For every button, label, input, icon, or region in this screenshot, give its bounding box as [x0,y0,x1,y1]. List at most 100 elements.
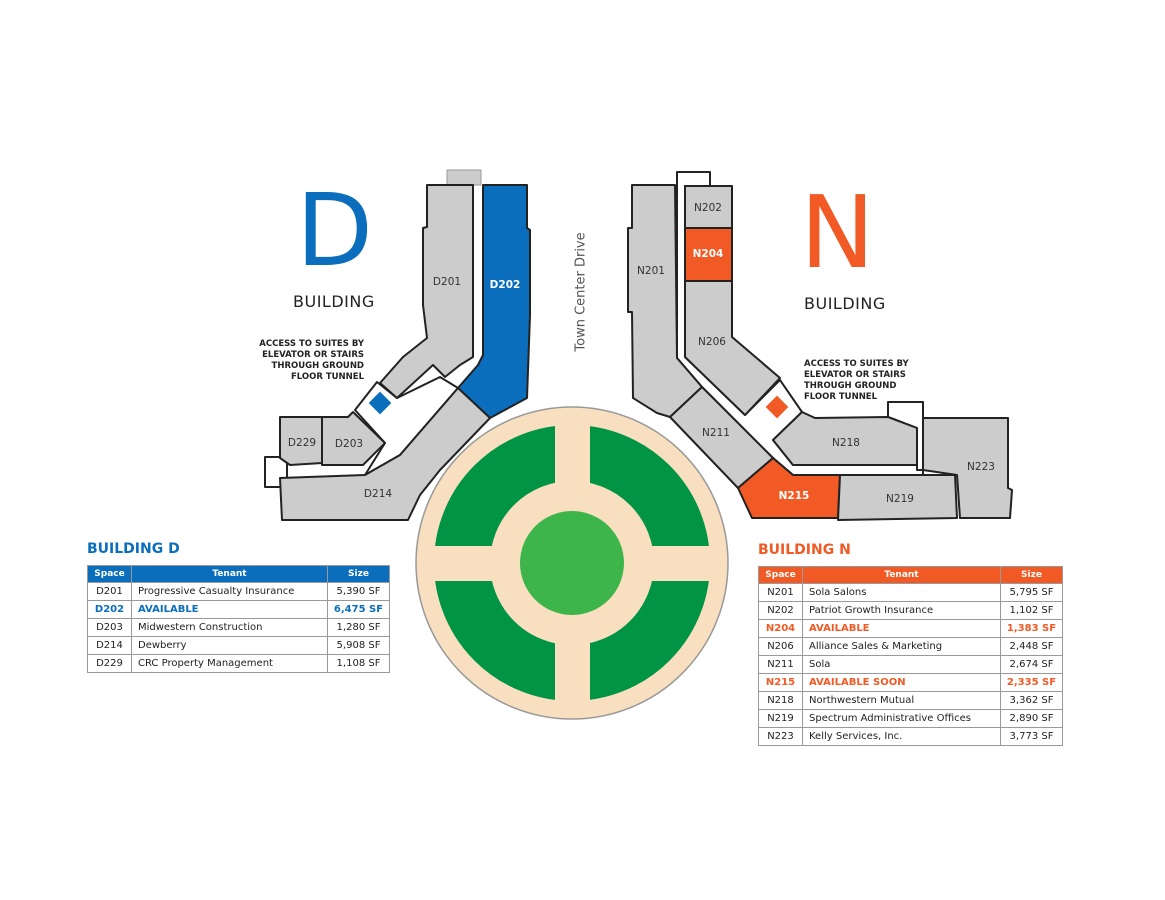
size-cell: 1,108 SF [327,654,390,673]
tenant-cell: Midwestern Construction [131,618,328,637]
suite-label-n215: N215 [778,490,810,502]
space-cell: N219 [758,709,803,728]
table-header-row: Space Tenant Size [758,566,1063,584]
column-header-tenant: Tenant [131,565,328,583]
tenant-cell: Northwestern Mutual [802,691,1001,710]
suite-label-n202: N202 [694,202,722,214]
access-note-line: THROUGH GROUND [271,361,364,371]
size-cell: 1,383 SF [1000,619,1063,638]
d-stub [446,169,482,186]
column-header-size: Size [1000,566,1063,584]
space-cell: D214 [87,636,132,655]
size-cell: 6,475 SF [327,600,390,619]
access-note-line: ACCESS TO SUITES BY [804,359,909,369]
suite-n219[interactable] [837,474,958,521]
central-plaza [415,406,729,720]
n-elevator-icon [765,395,789,419]
space-cell: N223 [758,727,803,746]
suite-label-d202: D202 [489,279,521,291]
space-cell: N215 [758,673,803,692]
tenant-cell: AVAILABLE [802,619,1001,638]
suite-n218[interactable] [772,411,918,466]
tenant-cell: Sola [802,655,1001,674]
suite-label-d201: D201 [432,276,462,288]
suite-label-n211: N211 [702,427,730,439]
size-cell: 2,674 SF [1000,655,1063,674]
tenant-cell: CRC Property Management [131,654,328,673]
suite-d203[interactable] [321,411,386,466]
suite-label-n223: N223 [967,461,995,473]
tenant-cell: AVAILABLE SOON [802,673,1001,692]
table-d-title: BUILDING D [87,541,180,557]
tenant-cell: AVAILABLE [131,600,328,619]
suite-label-n201: N201 [637,265,665,277]
building-d-word: BUILDING [293,292,375,311]
tenant-cell: Progressive Casualty Insurance [131,582,328,601]
suite-label-d214: D214 [363,488,393,500]
suite-label-d203: D203 [334,438,364,450]
space-cell: D202 [87,600,132,619]
suite-label-n218: N218 [832,437,860,449]
space-cell: N202 [758,601,803,620]
suite-d202[interactable] [457,184,531,419]
size-cell: 3,773 SF [1000,727,1063,746]
tenant-cell: Kelly Services, Inc. [802,727,1001,746]
tenant-cell: Dewberry [131,636,328,655]
suite-n206[interactable] [684,280,781,416]
building-d-letter: D [296,172,374,289]
space-cell: D229 [87,654,132,673]
column-header-space: Space [758,566,803,584]
column-header-size: Size [327,565,390,583]
tenant-cell: Alliance Sales & Marketing [802,637,1001,656]
size-cell: 3,362 SF [1000,691,1063,710]
suite-label-d229: D229 [287,437,317,449]
table-n-title: BUILDING N [758,542,851,558]
suite-n201[interactable] [627,184,703,418]
suite-label-n206: N206 [698,336,726,348]
space-cell: N206 [758,637,803,656]
building-n-letter: N [800,174,875,291]
space-cell: N201 [758,583,803,602]
suite-d214[interactable] [279,387,491,521]
size-cell: 1,280 SF [327,618,390,637]
size-cell: 5,795 SF [1000,583,1063,602]
table-header-row: Space Tenant Size [87,565,390,583]
size-cell: 2,890 SF [1000,709,1063,728]
building-d-access-note: ACCESS TO SUITES BY ELEVATOR OR STAIRS T… [250,339,364,383]
size-cell: 1,102 SF [1000,601,1063,620]
access-note-line: ACCESS TO SUITES BY [259,339,364,349]
tenant-cell: Spectrum Administrative Offices [802,709,1001,728]
building-n-word: BUILDING [804,294,886,313]
access-note-line: FLOOR TUNNEL [290,372,364,382]
tenant-cell: Patriot Growth Insurance [802,601,1001,620]
column-header-tenant: Tenant [802,566,1001,584]
suite-d201[interactable] [379,184,474,399]
space-cell: D201 [87,582,132,601]
column-header-space: Space [87,565,132,583]
suite-label-n204: N204 [692,248,724,260]
size-cell: 5,908 SF [327,636,390,655]
space-cell: N204 [758,619,803,638]
access-note-line: THROUGH GROUND [804,381,897,391]
access-note-line: FLOOR TUNNEL [804,392,878,402]
suite-label-n219: N219 [886,493,914,505]
suite-n223[interactable] [922,417,1013,519]
size-cell: 2,335 SF [1000,673,1063,692]
suite-d229[interactable] [279,416,323,466]
access-note-line: ELEVATOR OR STAIRS [804,370,906,380]
